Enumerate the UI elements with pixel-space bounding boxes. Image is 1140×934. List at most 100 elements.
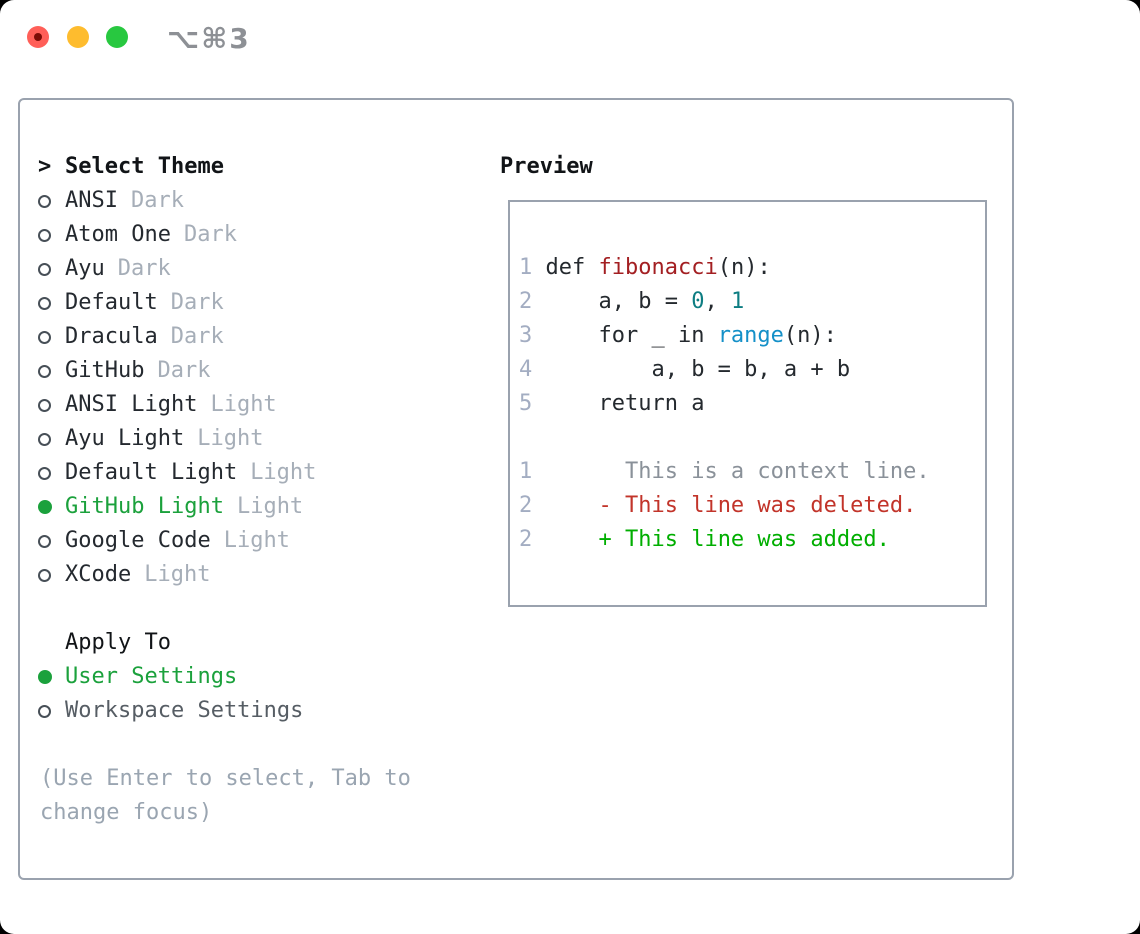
radio-selected-icon xyxy=(38,670,65,684)
radio-icon xyxy=(38,228,65,242)
radio-icon xyxy=(38,296,65,310)
theme-variant: Dark xyxy=(130,188,184,213)
theme-name: ANSI Light xyxy=(65,392,198,417)
prompt-arrow-icon: > xyxy=(38,154,52,179)
code-segment-code: for _ in xyxy=(545,323,718,348)
code-segment-code: a, b = b, a + b xyxy=(545,357,851,382)
code-line: 1 def fibonacci(n): xyxy=(519,251,985,285)
theme-option[interactable]: GitHub Light Light xyxy=(38,490,316,524)
code-segment-ctx: This is a context line. xyxy=(545,459,930,484)
window-title: ⌥⌘3 xyxy=(167,22,251,55)
code-segment-num: 1 xyxy=(519,459,546,484)
theme-option[interactable]: XCode Light xyxy=(38,558,316,592)
theme-option[interactable]: Default Light Light xyxy=(38,456,316,490)
theme-name: Dracula xyxy=(65,324,158,349)
code-segment-code: (n): xyxy=(783,323,837,348)
apply-to-header: Apply To xyxy=(38,626,303,660)
theme-option[interactable]: Atom One Dark xyxy=(38,218,316,252)
code-segment-builtin: range xyxy=(717,323,784,348)
code-segment-add: + This line was added. xyxy=(598,527,890,552)
theme-option[interactable]: Dracula Dark xyxy=(38,320,316,354)
theme-variant: Light xyxy=(210,392,277,417)
theme-name: Atom One xyxy=(65,222,171,247)
theme-name: Default xyxy=(65,290,158,315)
theme-list: > Select Theme ANSI Dark Atom One Dark Ay… xyxy=(38,150,316,592)
radio-selected-icon xyxy=(38,500,65,514)
code-line: 3 for _ in range(n): xyxy=(519,319,985,353)
code-segment-code xyxy=(546,527,599,552)
close-button[interactable] xyxy=(27,26,49,48)
theme-option[interactable]: ANSI Dark xyxy=(38,184,316,218)
apply-to-label: User Settings xyxy=(65,664,238,689)
radio-icon xyxy=(38,704,65,718)
radio-icon xyxy=(38,398,65,412)
theme-name: Ayu Light xyxy=(65,426,185,451)
radio-icon xyxy=(38,534,65,548)
code-line: 5 return a xyxy=(519,387,985,421)
theme-option[interactable]: Default Dark xyxy=(38,286,316,320)
select-theme-header: > Select Theme xyxy=(38,150,316,184)
theme-variant: Dark xyxy=(170,290,224,315)
code-segment-code: a, b = xyxy=(545,289,692,314)
theme-option[interactable]: Ayu Light Light xyxy=(38,422,316,456)
apply-to-label: Workspace Settings xyxy=(65,698,304,723)
theme-option[interactable]: ANSI Light Light xyxy=(38,388,316,422)
code-line: 2 - This line was deleted. xyxy=(519,489,985,523)
theme-picker-panel: > Select Theme ANSI Dark Atom One Dark Ay… xyxy=(18,98,1014,880)
apply-to-section: Apply To User Settings Workspace Setting… xyxy=(38,626,303,728)
minimize-button[interactable] xyxy=(67,26,89,48)
code-segment-lit: 1 xyxy=(730,289,745,314)
theme-variant: Light xyxy=(236,494,304,519)
theme-variant: Light xyxy=(144,562,211,587)
code-segment-num: 3 xyxy=(519,323,546,348)
radio-icon xyxy=(38,568,65,582)
theme-option[interactable]: Google Code Light xyxy=(38,524,316,558)
code-segment-lit: 0 xyxy=(691,289,705,314)
code-line: 2 + This line was added. xyxy=(519,523,985,557)
preview-header: Preview xyxy=(500,150,593,184)
radio-icon xyxy=(38,432,65,446)
preview-title: Preview xyxy=(500,154,593,179)
code-line: 1 This is a context line. xyxy=(519,455,985,489)
theme-variant: Light xyxy=(223,528,290,553)
theme-name: ANSI xyxy=(65,188,118,213)
code-segment-num: 2 xyxy=(519,527,546,552)
theme-variant: Light xyxy=(197,426,264,451)
radio-icon xyxy=(38,262,65,276)
theme-name: XCode xyxy=(65,562,132,587)
code-segment-del: - This line was deleted. xyxy=(598,493,917,518)
keyboard-hint: (Use Enter to select, Tab to change focu… xyxy=(40,766,411,825)
radio-icon xyxy=(38,466,65,480)
theme-name: Google Code xyxy=(65,528,211,553)
code-line: 4 a, b = b, a + b xyxy=(519,353,985,387)
select-theme-title: Select Theme xyxy=(65,154,224,179)
code-line xyxy=(519,421,985,455)
apply-to-option[interactable]: User Settings xyxy=(38,660,303,694)
code-segment-num: 5 xyxy=(519,391,546,416)
radio-icon xyxy=(38,194,65,208)
theme-option[interactable]: GitHub Dark xyxy=(38,354,316,388)
code-segment-num: 2 xyxy=(519,493,546,518)
code-segment-code xyxy=(546,493,599,518)
theme-variant: Dark xyxy=(183,222,237,247)
code-segment-func: fibonacci xyxy=(598,255,718,280)
apply-to-title: Apply To xyxy=(65,630,171,655)
code-line: 2 a, b = 0, 1 xyxy=(519,285,985,319)
theme-name: Default Light xyxy=(65,460,238,485)
theme-option[interactable]: Ayu Dark xyxy=(38,252,316,286)
radio-icon xyxy=(38,364,65,378)
zoom-button[interactable] xyxy=(106,26,128,48)
code-segment-code: return a xyxy=(545,391,705,416)
theme-name: Ayu xyxy=(65,256,105,281)
apply-to-option[interactable]: Workspace Settings xyxy=(38,694,303,728)
code-segment-code: (n): xyxy=(717,255,771,280)
theme-name: GitHub Light xyxy=(65,494,224,519)
code-segment-code: def xyxy=(545,255,599,280)
theme-name: GitHub xyxy=(65,358,145,383)
theme-variant: Light xyxy=(250,460,317,485)
code-segment-code: , xyxy=(704,289,731,314)
code-segment-num: 1 xyxy=(519,255,546,280)
